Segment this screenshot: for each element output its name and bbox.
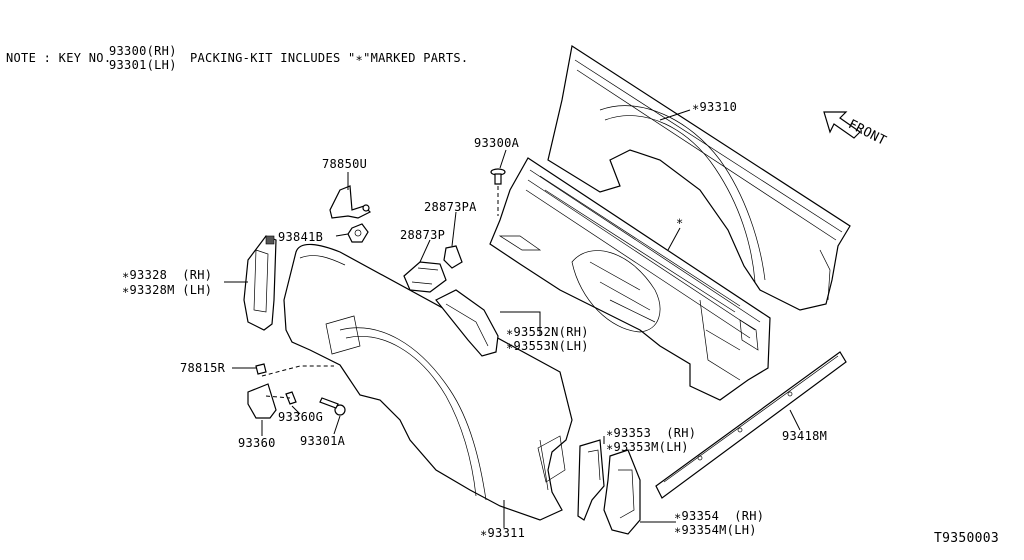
label-93552n-rh: ∗93552N(RH) <box>506 325 589 339</box>
note-key-rh: 93300(RH) <box>109 44 177 58</box>
part-93418m <box>655 351 847 499</box>
label-93301a: 93301A <box>300 434 346 448</box>
front-arrow-icon <box>823 111 861 139</box>
part-78815r <box>255 363 267 375</box>
bracket-93328 <box>243 235 277 331</box>
part-93300a <box>490 168 506 185</box>
label-93300a: 93300A <box>474 136 520 150</box>
note-prefix: NOTE : KEY NO. <box>6 51 112 65</box>
part-93353 <box>577 439 605 521</box>
label-93328m-lh: ∗93328M (LH) <box>122 283 213 297</box>
part-78850u <box>329 185 372 219</box>
label-28873p: 28873P <box>400 228 446 242</box>
note-suffix: PACKING-KIT INCLUDES "∗"MARKED PARTS. <box>190 51 469 65</box>
note-key-lh: 93301(LH) <box>109 58 177 72</box>
side-outer-panel-93311 <box>283 243 573 521</box>
label-93360g: 93360G <box>278 410 324 424</box>
leader-lines <box>224 109 801 528</box>
label-93354-rh: ∗93354 (RH) <box>674 509 765 523</box>
label-78850u: 78850U <box>322 157 368 171</box>
label-78815r: 78815R <box>180 361 226 375</box>
label-93354m-lh: ∗93354M(LH) <box>674 523 757 537</box>
part-93841b <box>347 223 369 243</box>
label-93311: ∗93311 <box>480 526 526 540</box>
part-28873pa <box>443 245 463 269</box>
part-93552n <box>435 289 499 357</box>
label-93353m-lh: ∗93353M(LH) <box>606 440 689 454</box>
bed-floor <box>489 157 771 401</box>
label-93353-rh: ∗93353 (RH) <box>606 426 697 440</box>
label-28873pa: 28873PA <box>424 200 477 214</box>
label-93360: 93360 <box>238 436 276 450</box>
label-93841b: 93841B <box>278 230 324 244</box>
label-93328-rh: ∗93328 (RH) <box>122 268 213 282</box>
part-93360 <box>247 383 277 419</box>
label-93310: ∗93310 <box>692 100 738 114</box>
part-93360g <box>285 391 297 405</box>
diagram-code: T9350003 <box>934 531 1000 546</box>
front-panel-93310 <box>547 45 851 311</box>
part-93354 <box>603 449 641 535</box>
label-93418m: 93418M <box>782 429 828 443</box>
part-28873p <box>403 261 447 293</box>
label-asterisk-bed: ∗ <box>676 214 684 228</box>
label-93553n-lh: ∗93553N(LH) <box>506 339 589 353</box>
part-93301a <box>319 397 346 416</box>
